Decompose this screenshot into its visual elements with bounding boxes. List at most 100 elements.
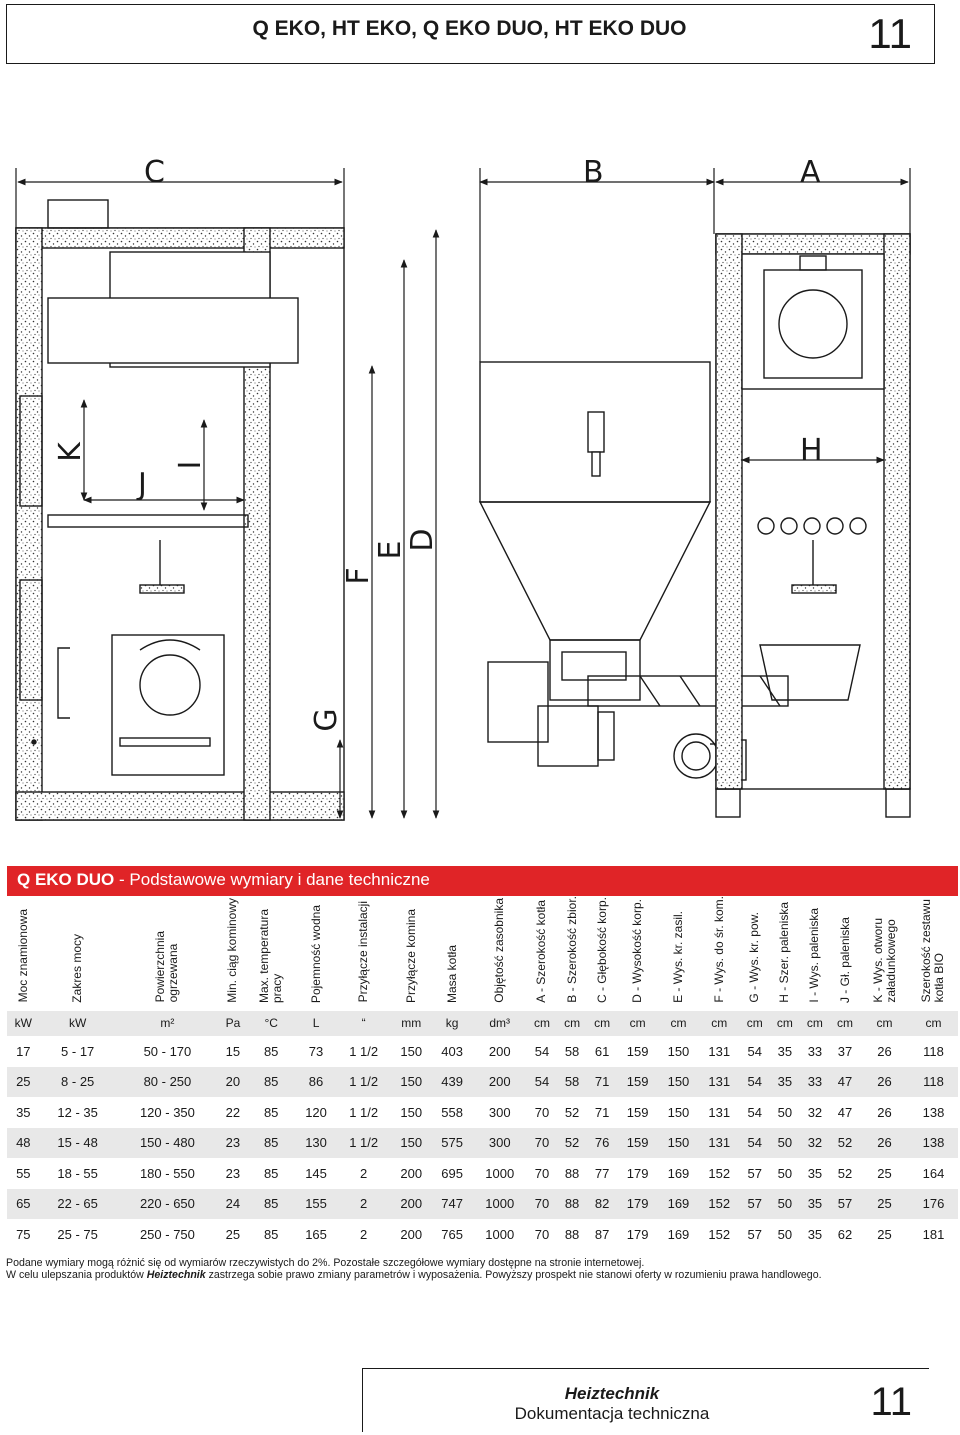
header-label: D - Wysokość korp.: [630, 898, 645, 1003]
header-label: G - Wys. kr. pow.: [747, 912, 762, 1003]
table-cell: 15: [219, 1035, 247, 1067]
table-cell: 159: [617, 1096, 659, 1128]
table-cell: 25: [860, 1157, 909, 1189]
unit-cell: dm³: [472, 1009, 527, 1037]
table-cell: 150: [390, 1127, 432, 1159]
table-cell: 54: [526, 1066, 558, 1098]
unit-cell: m²: [115, 1009, 220, 1037]
table-cell: 70: [526, 1127, 558, 1159]
table-cell: 50: [769, 1157, 800, 1189]
table-cell: 1000: [472, 1157, 527, 1189]
table-cell: 145: [295, 1157, 337, 1189]
table-cell: 50: [769, 1127, 800, 1159]
table-cell: 159: [617, 1127, 659, 1159]
table-cell: 152: [698, 1218, 740, 1250]
header-cell: Przyłącze instalacji: [336, 896, 390, 1010]
table-cell: 35: [799, 1157, 830, 1189]
table-cell: 54: [739, 1127, 770, 1159]
table-cell: 2: [336, 1218, 391, 1250]
unit-cell: °C: [246, 1009, 296, 1037]
table-cell: 35: [769, 1035, 800, 1067]
table-cell: 169: [658, 1157, 699, 1189]
table-cell: 118: [908, 1066, 958, 1098]
dim-label-d: D: [405, 528, 440, 551]
table-cell: 76: [587, 1127, 618, 1159]
header-cell: E - Wys. kr. zasil.: [658, 896, 699, 1010]
header-cell: Zakres mocy: [40, 896, 116, 1010]
header-label: Zakres mocy: [70, 934, 85, 1003]
table-cell: 25: [219, 1218, 247, 1250]
table-cell: 70: [526, 1157, 558, 1189]
boiler-technical-drawing: C B A D E F G H K J I: [15, 155, 911, 821]
table-cell: 70: [526, 1218, 558, 1250]
table-cell: 15 - 48: [39, 1127, 116, 1159]
table-cell: 85: [246, 1035, 296, 1067]
table-cell: 130: [295, 1127, 337, 1159]
table-cell: 2: [336, 1188, 391, 1220]
table-cell: 62: [829, 1218, 861, 1250]
header-label: Przyłącze instalacji: [356, 901, 371, 1003]
unit-cell: kg: [431, 1009, 473, 1037]
table-cell: 300: [472, 1096, 527, 1128]
table-cell: 138: [908, 1096, 958, 1128]
table-cell: 65: [7, 1188, 40, 1220]
table-cell: 35: [769, 1066, 800, 1098]
notes: Podane wymiary mogą różnić się od wymiar…: [6, 1257, 822, 1281]
table-cell: 179: [617, 1218, 659, 1250]
table-cell: 73: [295, 1035, 337, 1067]
table-cell: 150: [390, 1035, 432, 1067]
table-cell: 26: [860, 1096, 909, 1128]
table-cell: 220 - 650: [115, 1188, 220, 1220]
table-cell: 70: [526, 1096, 558, 1128]
unit-cell: “: [336, 1009, 391, 1037]
table-cell: 138: [908, 1127, 958, 1159]
page-number-top: 11: [868, 10, 912, 57]
table-cell: 165: [295, 1218, 337, 1250]
table-cell: 765: [431, 1218, 473, 1250]
table-cell: 26: [860, 1035, 909, 1067]
header-cell: F - Wys. do śr. kom.: [699, 896, 740, 1010]
table-cell: 50: [769, 1096, 800, 1128]
table-cell: 35: [7, 1096, 40, 1128]
table-cell: 150: [658, 1066, 699, 1098]
note-line-2: W celu ulepszania produktów Heiztechnik …: [6, 1269, 822, 1281]
header-label: Pojemność wodna: [308, 904, 323, 1003]
table-cell: 1 1/2: [336, 1066, 391, 1098]
unit-cell: L: [295, 1009, 337, 1037]
unit-cell: kW: [7, 1009, 40, 1037]
table-cell: 403: [431, 1035, 473, 1067]
header-label: Powierzchnia ogrzewana: [153, 931, 181, 1003]
table-cell: 50 - 170: [115, 1035, 220, 1067]
right-insulation-top: [715, 233, 911, 255]
table-cell: 18 - 55: [39, 1157, 116, 1189]
table-cell: 1 1/2: [336, 1096, 391, 1128]
table-cell: 22 - 65: [39, 1188, 116, 1220]
header-label: J - Gł. paleniska: [837, 916, 852, 1003]
header-label: Moc znamionowa: [15, 909, 30, 1003]
dim-label-a: A: [800, 155, 821, 190]
table-cell: 250 - 750: [115, 1218, 220, 1250]
table-cell: 33: [799, 1066, 830, 1098]
table-title: Q EKO DUO - Podstawowe wymiary i dane te…: [7, 866, 958, 896]
table-cell: 48: [7, 1127, 40, 1159]
table-cell: 86: [295, 1066, 337, 1098]
header-cell: Pojemność wodna: [296, 896, 337, 1010]
table-cell: 85: [246, 1096, 296, 1128]
header-row: Moc znamionowa Zakres mocy Powierzchnia og…: [7, 896, 958, 1010]
header-label: Min. ciąg kominowy: [225, 898, 240, 1003]
note-line-2-pre: W celu ulepszania produktów: [6, 1269, 147, 1281]
header-cell: H - Szer. paleniska: [770, 896, 800, 1010]
header-cell: K - Wys. otworu załadunkowego: [860, 896, 909, 1010]
table-cell: 52: [557, 1096, 588, 1128]
dim-label-c: C: [144, 155, 165, 190]
hopper: [479, 361, 711, 503]
table-cell: 54: [739, 1066, 770, 1098]
footer-frame: [362, 1368, 929, 1432]
note-line-1: Podane wymiary mogą różnić się od wymiar…: [6, 1257, 645, 1269]
table-cell: 200: [390, 1157, 432, 1189]
table-cell: 180 - 550: [115, 1157, 220, 1189]
